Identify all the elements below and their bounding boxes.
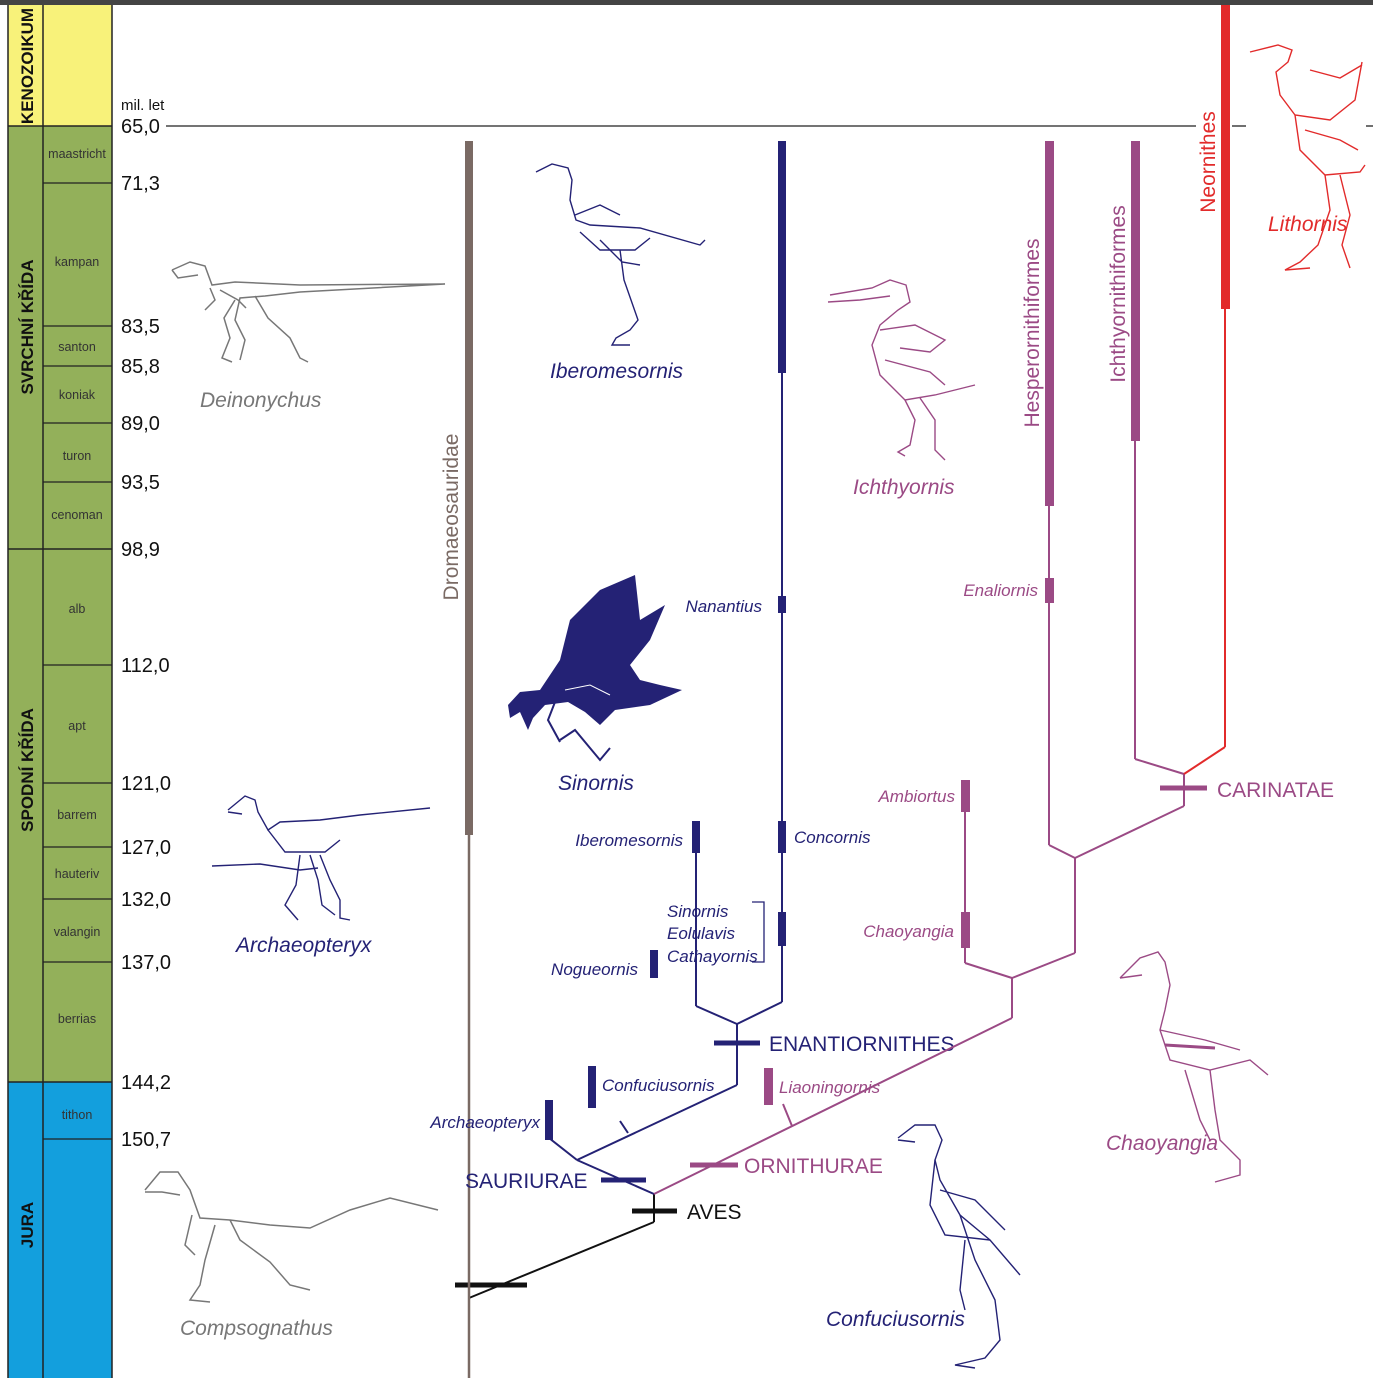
clade-hesperornithiformes: Hesperornithiformes [1021,238,1044,427]
illustration-sinornis [508,575,682,760]
tick-71: 71,3 [121,173,160,195]
stage-kampan: kampan [55,255,100,269]
range-bar-concornis [778,821,786,853]
range-bar-archaeopteryx [545,1100,553,1140]
taxon-concornis: Concornis [794,828,871,847]
range-bar-neornithes [1221,5,1230,309]
taxon-chaoyangia: Chaoyangia [863,922,954,941]
taxon-eoulavis: Eolulavis [667,924,736,943]
clade-ornithurae: ORNITHURAE [744,1155,883,1178]
stage-turon: turon [63,449,92,463]
illustration-compsognathus [145,1172,438,1302]
taxon-nogueornis: Nogueornis [551,960,638,979]
label-deinonychus: Deinonychus [200,389,322,412]
label-lithornis: Lithornis [1268,213,1348,236]
range-bar-confuciusornis [588,1066,596,1108]
tick-132: 132,0 [121,889,171,911]
stage-maastricht: maastricht [48,147,106,161]
range-bar-hesperornithiformes [1045,141,1054,506]
tick-112: 112,0 [121,655,170,677]
stage-alb: alb [69,602,86,616]
range-bar-dromaeosauridae [465,141,473,835]
tick-83: 83,5 [121,316,160,338]
taxon-sinornis: Sinornis [667,902,729,921]
label-compsognathus: Compsognathus [180,1317,333,1340]
label-archaeopteryx-illustration: Archaeopteryx [234,934,373,957]
stage-berrias: berrias [58,1012,96,1026]
range-bars-ornithurae [764,141,1140,1105]
stage-tithon: tithon [62,1108,93,1122]
stage-valangin: valangin [54,925,101,939]
taxon-cathayornis: Cathayornis [667,947,758,966]
taxon-ambiortus: Ambiortus [877,787,955,806]
label-ichthyornis: Ichthyornis [853,476,955,499]
illustration-ichthyornis [828,280,975,460]
label-chaoyangia-illustration: Chaoyangia [1106,1132,1218,1155]
range-bar-ambiortus [961,780,970,812]
tick-121: 121,0 [121,773,171,795]
stage-apt: apt [68,719,86,733]
range-bar-ichthyornithiformes [1131,141,1140,441]
taxon-archaeopteryx: Archaeopteryx [429,1113,540,1132]
tree-neornithes [1184,308,1225,774]
tick-89: 89,0 [121,413,160,435]
illustration-confuciusornis [898,1125,1020,1368]
label-iberomesornis-illustration: Iberomesornis [550,360,684,383]
taxon-iberomesornis: Iberomesornis [575,831,683,850]
label-sinornis-illustration: Sinornis [558,772,634,795]
clade-ichthyornithiformes: Ichthyornithiformes [1107,205,1130,382]
label-confuciusornis-illustration: Confuciusornis [826,1308,965,1331]
stage-cenoman: cenoman [51,508,102,522]
era-label-kenozoikum: KENOZOIKUM [18,8,37,124]
range-bar-enaliornis [1045,578,1054,603]
tree-basal [455,1194,677,1298]
stage-koniak: koniak [59,388,96,402]
range-bar-nogueornis [650,950,658,978]
tick-144: 144,2 [121,1072,171,1094]
taxon-confuciusornis: Confuciusornis [602,1076,715,1095]
stage-hauteriv: hauteriv [55,867,100,881]
taxon-nanantius: Nanantius [685,597,762,616]
illustration-iberomesornis [536,164,705,345]
tick-150: 150,7 [121,1129,171,1151]
tick-unit: mil. let [121,97,165,114]
tick-127: 127,0 [121,837,171,859]
illustration-deinonychus [172,262,445,362]
era-label-spodni: SPODNÍ KŘÍDA [18,708,37,832]
clade-carinatae: CARINATAE [1217,779,1334,802]
range-bar-nanantius [778,596,786,613]
range-bar-liaoningornis [764,1068,773,1105]
time-ticks: mil. let 65,0 71,3 83,5 85,8 89,0 93,5 9… [121,97,1373,1151]
top-border [0,0,1373,5]
clade-neornithes: Neornithes [1197,111,1220,213]
taxon-enaliornis: Enaliornis [963,581,1038,600]
illustration-lithornis [1250,45,1365,270]
clade-enantiornithes: ENANTIORNITHES [769,1033,955,1056]
tick-93: 93,5 [121,472,160,494]
era-label-jura: JURA [18,1202,37,1248]
taxon-liaoningornis: Liaoningornis [779,1078,881,1097]
tick-98: 98,9 [121,539,160,561]
time-scale: KENOZOIKUM SVRCHNÍ KŘÍDA SPODNÍ KŘÍDA JU… [8,5,112,1378]
tick-65: 65,0 [121,116,160,138]
range-bar-chaoyangia [961,912,970,948]
illustration-archaeopteryx [212,796,430,920]
clade-dromaeosauridae: Dromaeosauridae [440,434,463,601]
range-bar-sinornis-group [778,912,786,946]
tick-137: 137,0 [121,952,171,974]
era-label-svrchni: SVRCHNÍ KŘÍDA [18,259,37,394]
tick-85: 85,8 [121,356,160,378]
clade-sauriurae: SAURIURAE [465,1170,588,1193]
stage-barrem: barrem [57,808,97,822]
stage-santon: santon [58,340,96,354]
range-bar-enantio-main [778,141,786,373]
range-bar-iberomesornis [692,821,700,853]
clade-aves: AVES [687,1201,741,1224]
